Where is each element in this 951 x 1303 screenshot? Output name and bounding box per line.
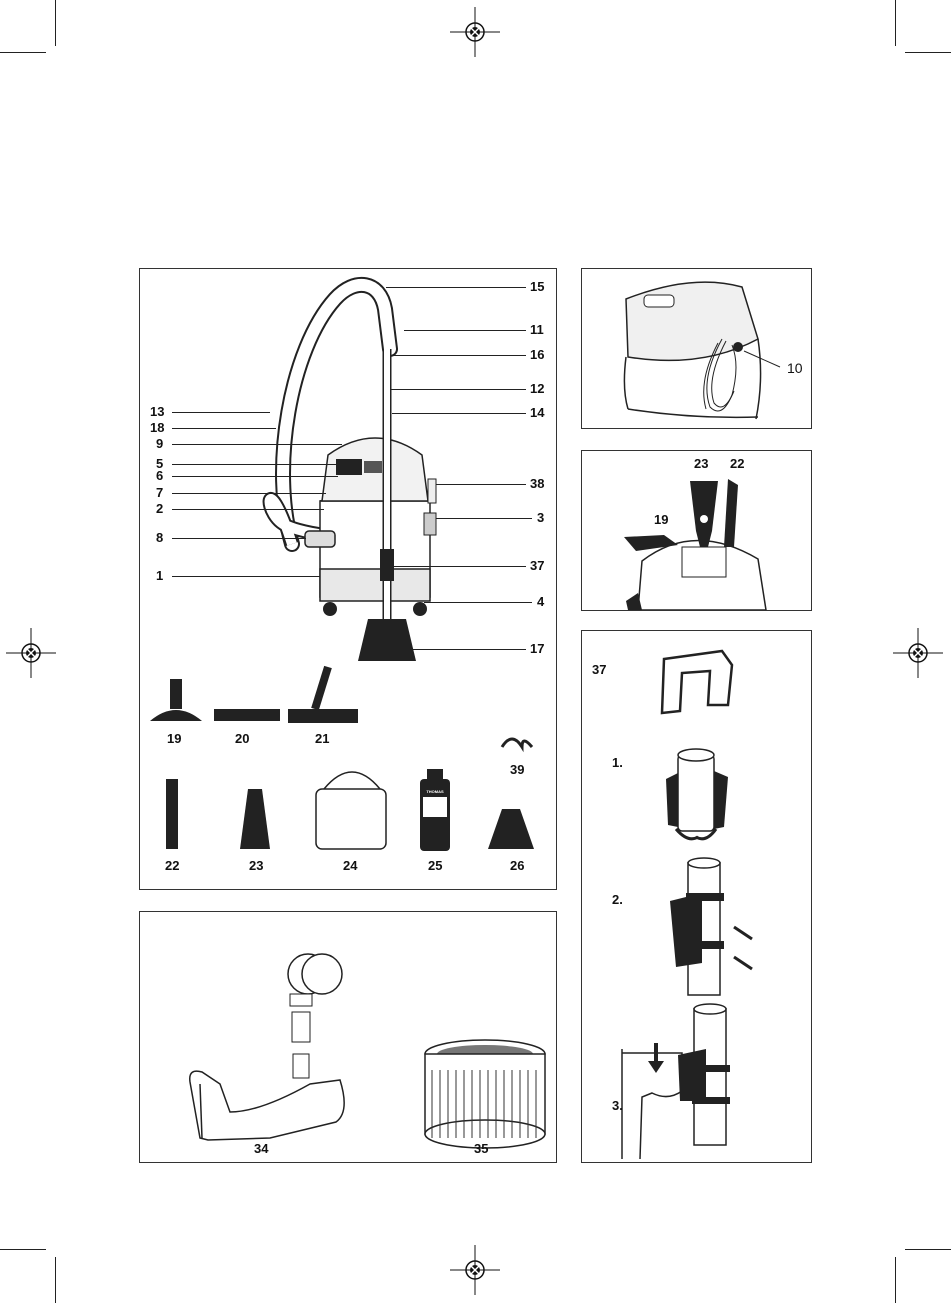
bottle-brand-text: THOMAS xyxy=(422,789,448,794)
part-label-13: 13 xyxy=(150,405,164,419)
crop-mark-icon xyxy=(905,52,951,53)
tool-storage-illustration xyxy=(582,451,811,610)
leader-line xyxy=(172,509,324,510)
registration-mark-icon xyxy=(450,7,500,57)
holder-and-filter-illustration xyxy=(140,912,556,1162)
tool-label-23: 23 xyxy=(694,457,708,471)
accessory-label-26: 26 xyxy=(510,859,524,873)
tool-label-22: 22 xyxy=(730,457,744,471)
part-label-4: 4 xyxy=(537,595,544,609)
leader-line xyxy=(172,444,342,445)
leader-line xyxy=(412,649,526,650)
part-label-9: 9 xyxy=(156,437,163,451)
part-label-18: 18 xyxy=(150,421,164,435)
crop-mark-icon xyxy=(0,1249,46,1250)
part-label-16: 16 xyxy=(530,348,544,362)
crop-mark-icon xyxy=(895,0,896,46)
part-label-17: 17 xyxy=(530,642,544,656)
leader-line xyxy=(436,484,526,485)
part-label-12: 12 xyxy=(530,382,544,396)
accessory-label-23: 23 xyxy=(249,859,263,873)
accessory-label-25: 25 xyxy=(428,859,442,873)
leader-line xyxy=(390,389,526,390)
step-label-2: 2. xyxy=(612,893,623,907)
accessory-label-20: 20 xyxy=(235,732,249,746)
cable-wrap-illustration xyxy=(582,269,811,428)
leader-line xyxy=(436,518,532,519)
leader-line xyxy=(172,428,276,429)
part-label-15: 15 xyxy=(530,280,544,294)
crop-mark-icon xyxy=(55,0,56,46)
leader-line xyxy=(394,566,526,567)
leader-line xyxy=(392,413,526,414)
part-label-1: 1 xyxy=(156,569,163,583)
cable-hook-panel: 10 xyxy=(581,268,812,429)
step-label-3: 3. xyxy=(612,1099,623,1113)
leader-line xyxy=(172,412,270,413)
tool-label-19: 19 xyxy=(654,513,668,527)
accessory-label-39: 39 xyxy=(510,763,524,777)
leader-line xyxy=(404,330,526,331)
leader-line xyxy=(172,476,338,477)
accessory-holder-panel: 34 35 xyxy=(139,911,557,1163)
cable-hook-label-10: 10 xyxy=(787,361,803,375)
registration-mark-icon xyxy=(6,628,56,678)
registration-mark-icon xyxy=(893,628,943,678)
clip-label-37: 37 xyxy=(592,663,606,677)
part-label-14: 14 xyxy=(530,406,544,420)
crop-mark-icon xyxy=(905,1249,951,1250)
accessory-label-19: 19 xyxy=(167,732,181,746)
part-label-37: 37 xyxy=(530,559,544,573)
accessory-label-21: 21 xyxy=(315,732,329,746)
vacuum-cleaner-illustration xyxy=(140,269,556,889)
part-label-11: 11 xyxy=(530,323,544,337)
leader-line xyxy=(386,287,526,288)
part-label-7: 7 xyxy=(156,486,163,500)
registration-mark-icon xyxy=(450,1245,500,1295)
step-label-1: 1. xyxy=(612,756,623,770)
leader-line xyxy=(392,355,526,356)
part-label-6: 6 xyxy=(156,469,163,483)
tool-storage-panel: 23 22 19 xyxy=(581,450,812,611)
clip-mounting-panel: 37 1. 2. 3. xyxy=(581,630,812,1163)
crop-mark-icon xyxy=(0,52,46,53)
part-label-8: 8 xyxy=(156,531,163,545)
main-panel: 13 18 9 5 6 7 2 8 1 15 11 16 12 14 38 3 … xyxy=(139,268,557,890)
crop-mark-icon xyxy=(895,1257,896,1303)
accessory-label-22: 22 xyxy=(165,859,179,873)
holder-label-34: 34 xyxy=(254,1142,268,1156)
leader-line xyxy=(424,602,532,603)
part-label-2: 2 xyxy=(156,502,163,516)
filter-label-35: 35 xyxy=(474,1142,488,1156)
leader-line xyxy=(172,538,306,539)
part-label-3: 3 xyxy=(537,511,544,525)
part-label-38: 38 xyxy=(530,477,544,491)
leader-line xyxy=(172,464,338,465)
accessory-label-24: 24 xyxy=(343,859,357,873)
leader-line xyxy=(172,493,326,494)
leader-line xyxy=(172,576,320,577)
crop-mark-icon xyxy=(55,1257,56,1303)
